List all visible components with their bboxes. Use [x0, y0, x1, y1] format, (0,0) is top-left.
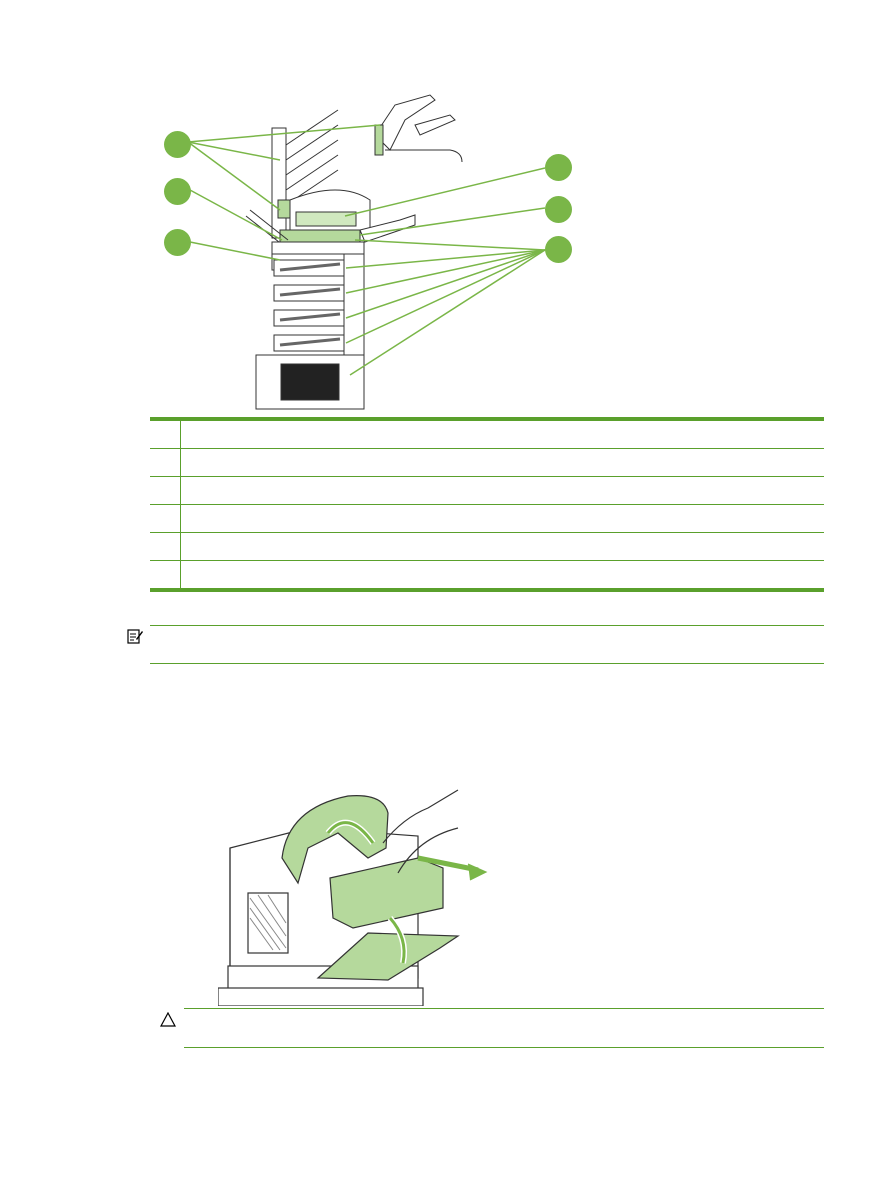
caution-triangle-icon — [159, 1011, 177, 1027]
table-row — [150, 421, 824, 449]
legend-description — [181, 449, 824, 476]
caution-box — [184, 1008, 824, 1048]
legend-number — [150, 561, 181, 588]
callout-1 — [164, 131, 191, 158]
note-text — [150, 626, 824, 634]
table-row — [150, 533, 824, 561]
caution-text — [184, 1009, 824, 1017]
legend-number — [150, 449, 181, 476]
callout-3 — [164, 229, 191, 256]
legend-description — [181, 477, 824, 504]
table-row — [150, 561, 824, 588]
printer-open-illustration — [217, 789, 488, 1007]
note-box — [150, 625, 824, 664]
legend-description — [181, 533, 824, 560]
legend-number — [150, 477, 181, 504]
legend-number — [150, 533, 181, 560]
printer-diagram-illustration — [187, 94, 546, 410]
legend-number — [150, 421, 181, 448]
legend-table — [150, 417, 824, 592]
callout-5 — [545, 196, 572, 223]
table-row — [150, 449, 824, 477]
remove-cartridge-figure — [217, 788, 490, 1007]
legend-description — [181, 561, 824, 588]
legend-number — [150, 505, 181, 532]
callout-4 — [545, 154, 572, 181]
legend-description — [181, 421, 824, 448]
legend-description — [181, 505, 824, 532]
table-row — [150, 505, 824, 533]
note-pencil-icon — [127, 628, 143, 644]
callout-2 — [164, 178, 191, 205]
jam-locations-figure — [150, 90, 590, 415]
callout-6 — [545, 236, 572, 263]
table-row — [150, 477, 824, 505]
